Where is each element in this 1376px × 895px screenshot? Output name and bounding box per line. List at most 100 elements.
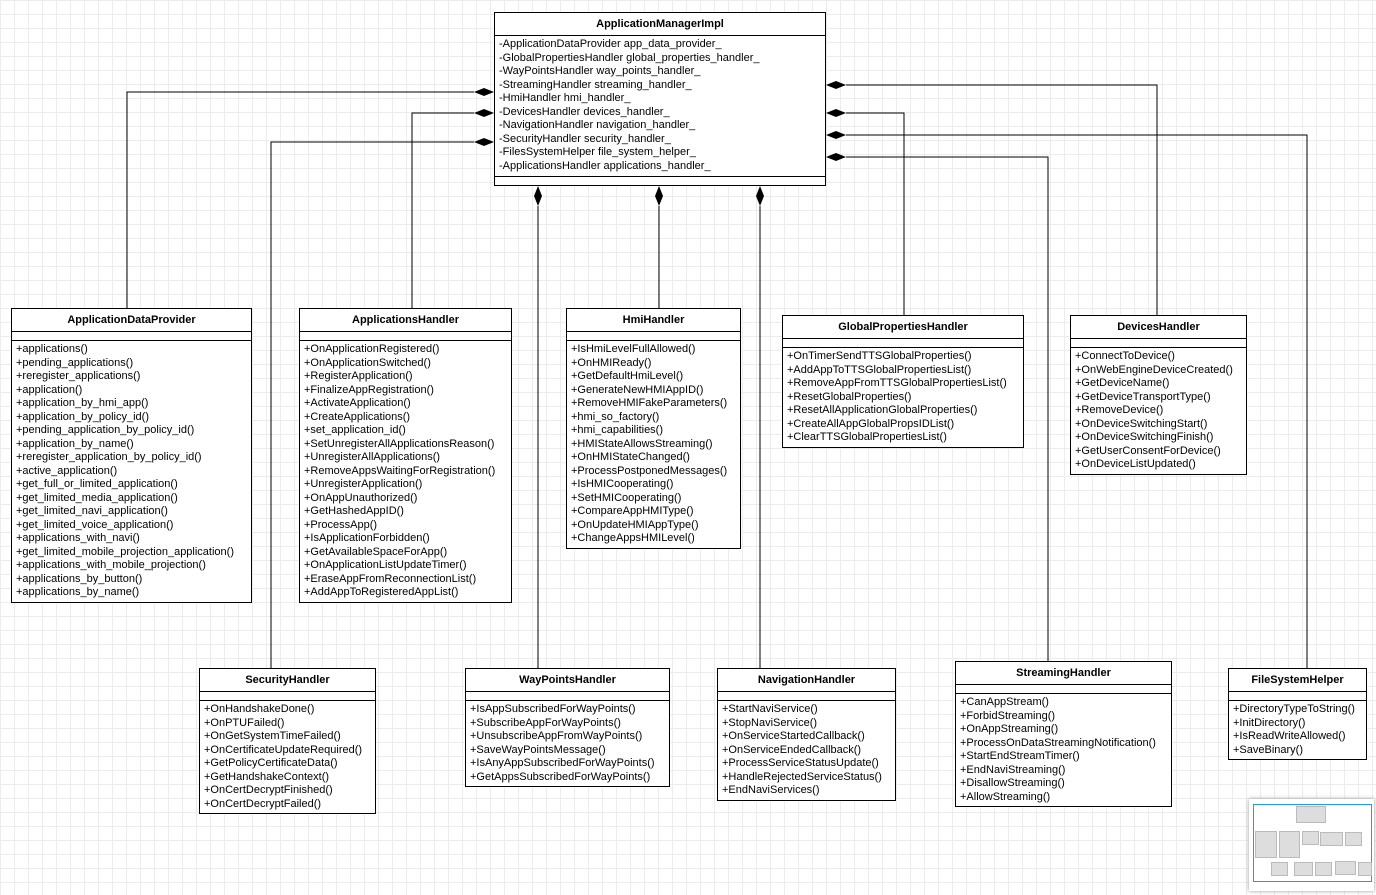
- method: +OnCertDecryptFailed(): [204, 797, 322, 810]
- method: +GetDeviceTransportType(): [1075, 390, 1211, 403]
- class-title: WayPointsHandler: [466, 669, 669, 692]
- method: +AddAppToTTSGlobalPropertiesList(): [787, 363, 972, 376]
- class-title: ApplicationDataProvider: [12, 309, 251, 332]
- attribute: -ApplicationDataProvider app_data_provid…: [499, 38, 722, 50]
- attributes-compartment: [567, 332, 740, 341]
- method: +OnPTUFailed(): [204, 716, 285, 729]
- method: +application_by_name(): [16, 437, 134, 450]
- class-title: ApplicationsHandler: [300, 309, 511, 332]
- method: +CanAppStream(): [960, 696, 1049, 708]
- methods-compartment: [495, 177, 825, 185]
- method: +get_limited_media_application(): [16, 491, 178, 504]
- method: +pending_application_by_policy_id(): [16, 424, 195, 436]
- composition-line-adp[interactable]: [126, 91, 474, 308]
- method: +UnregisterApplication(): [304, 478, 423, 490]
- method: +OnServiceEndedCallback(): [722, 743, 862, 756]
- method: +application_by_hmi_app(): [16, 397, 149, 409]
- method: +OnDeviceSwitchingStart(): [1075, 417, 1208, 430]
- method: +applications_by_button(): [16, 572, 143, 585]
- minimap-thumb: [1270, 861, 1288, 876]
- method: +OnHandshakeDone(): [204, 703, 315, 715]
- attributes-compartment: [956, 685, 1171, 694]
- method: +get_limited_voice_application(): [16, 518, 174, 531]
- method: +ResetAllApplicationGlobalProperties(): [787, 404, 978, 416]
- method: +GetAvailableSpaceForApp(): [304, 545, 448, 558]
- method: +applications(): [16, 343, 88, 355]
- composition-line-devices[interactable]: [846, 84, 1158, 315]
- class-streaming[interactable]: StreamingHandler+CanAppStream()+ForbidSt…: [955, 661, 1172, 807]
- composition-diamond-icon: [474, 138, 494, 146]
- method: +OnApplicationListUpdateTimer(): [304, 559, 467, 571]
- class-filesystem[interactable]: FileSystemHelper+DirectoryTypeToString()…: [1228, 668, 1367, 760]
- class-title: GlobalPropertiesHandler: [783, 316, 1023, 339]
- composition-line-security[interactable]: [270, 141, 474, 668]
- class-waypoints[interactable]: WayPointsHandler +IsAppSubscribedForWayPo…: [465, 668, 670, 787]
- method: +get_limited_mobile_projection_applicati…: [16, 545, 234, 558]
- methods-compartment: +DirectoryTypeToString()+InitDirectory()…: [1229, 701, 1366, 759]
- method: +get_limited_navi_application(): [16, 505, 168, 517]
- method: +get_full_or_limited_application(): [16, 478, 178, 490]
- method: +GetUserConsentForDevice(): [1075, 444, 1221, 457]
- composition-diamond-icon: [474, 88, 494, 96]
- class-adp[interactable]: ApplicationDataProvider +applications() +p…: [11, 308, 252, 603]
- methods-compartment: +IsAppSubscribedForWayPoints()+Subscribe…: [466, 701, 669, 786]
- method: +applications_with_mobile_projection(): [16, 559, 206, 571]
- minimap[interactable]: [1249, 799, 1374, 891]
- minimap-thumb: [1279, 831, 1300, 859]
- composition-line-apps[interactable]: [411, 112, 474, 308]
- minimap-thumb: [1254, 831, 1278, 859]
- methods-compartment: +OnHandshakeDone()+OnPTUFailed()+OnGetSy…: [200, 701, 375, 813]
- method: +CreateAllAppGlobalPropsIDList(): [787, 417, 955, 430]
- method: +EraseAppFromReconnectionList(): [304, 572, 477, 585]
- method: +IsHMICooperating(): [571, 478, 674, 490]
- composition-diamond-icon: [756, 186, 764, 206]
- methods-compartment: +IsHmiLevelFullAllowed()+OnHMIReady()+Ge…: [567, 341, 740, 548]
- method: +applications_by_name(): [16, 586, 140, 598]
- methods-compartment: +OnTimerSendTTSGlobalProperties()+AddApp…: [783, 348, 1023, 447]
- method: +application(): [16, 383, 83, 396]
- composition-diamond-icon: [826, 81, 846, 89]
- attribute: -NavigationHandler navigation_handler_: [499, 119, 696, 131]
- composition-line-streaming[interactable]: [846, 156, 1049, 661]
- method: +IsAppSubscribedForWayPoints(): [470, 703, 636, 715]
- class-devices[interactable]: DevicesHandler+ConnectToDevice()+OnWebEn…: [1070, 315, 1247, 475]
- minimap-thumb: [1314, 861, 1333, 876]
- composition-line-global[interactable]: [846, 112, 905, 315]
- composition-diamond-icon: [474, 109, 494, 117]
- class-hmi[interactable]: HmiHandler+IsHmiLevelFullAllowed()+OnHMI…: [566, 308, 741, 549]
- class-security[interactable]: SecurityHandler +OnHandshakeDone()+OnPTUF…: [199, 668, 376, 814]
- attribute: -ApplicationsHandler applications_handle…: [499, 159, 711, 172]
- methods-compartment: +ConnectToDevice()+OnWebEngineDeviceCrea…: [1071, 348, 1246, 474]
- method: +OnDeviceSwitchingFinish(): [1075, 431, 1214, 443]
- method: +SaveBinary(): [1233, 743, 1304, 756]
- method: +GetHashedAppID(): [304, 505, 404, 517]
- method: +active_application(): [16, 464, 118, 477]
- method: +SetUnregisterAllApplicationsReason(): [304, 437, 495, 450]
- method: +OnWebEngineDeviceCreated(): [1075, 363, 1233, 376]
- minimap-thumb: [1335, 861, 1356, 876]
- method: +IsHmiLevelFullAllowed(): [571, 343, 696, 355]
- method: +RemoveAppsWaitingForRegistration(): [304, 464, 496, 477]
- minimap-thumb: [1344, 831, 1362, 846]
- attributes-compartment: [783, 339, 1023, 348]
- minimap-viewport[interactable]: [1253, 804, 1373, 882]
- class-apps[interactable]: ApplicationsHandler+OnApplicationRegiste…: [299, 308, 512, 603]
- composition-diamond-icon: [655, 186, 663, 206]
- method: +ActivateApplication(): [304, 397, 411, 409]
- class-navigation[interactable]: NavigationHandler+StartNaviService()+Sto…: [717, 668, 896, 801]
- methods-compartment: +StartNaviService()+StopNaviService()+On…: [718, 701, 895, 800]
- method: +GenerateNewHMIAppID(): [571, 383, 704, 396]
- attribute: -GlobalPropertiesHandler global_properti…: [499, 51, 760, 64]
- method: +RegisterApplication(): [304, 370, 413, 382]
- method: +GetDefaultHmiLevel(): [571, 370, 684, 382]
- composition-diamond-icon: [826, 153, 846, 161]
- composition-line-filesystem[interactable]: [846, 134, 1308, 668]
- class-manager[interactable]: ApplicationManagerImpl-ApplicationDataPr…: [494, 12, 826, 186]
- minimap-thumb: [1293, 861, 1313, 876]
- class-title: SecurityHandler: [200, 669, 375, 692]
- method: +OnGetSystemTimeFailed(): [204, 730, 341, 742]
- composition-diamond-icon: [826, 109, 846, 117]
- composition-diamond-icon: [534, 186, 542, 206]
- class-global[interactable]: GlobalPropertiesHandler +OnTimerSendTTSGl…: [782, 315, 1024, 448]
